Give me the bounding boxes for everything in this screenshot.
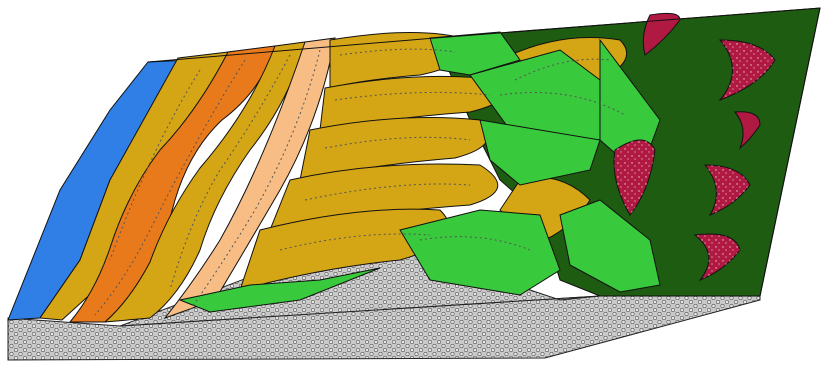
block-diagram xyxy=(0,0,825,372)
block-diagram-svg xyxy=(0,0,825,372)
